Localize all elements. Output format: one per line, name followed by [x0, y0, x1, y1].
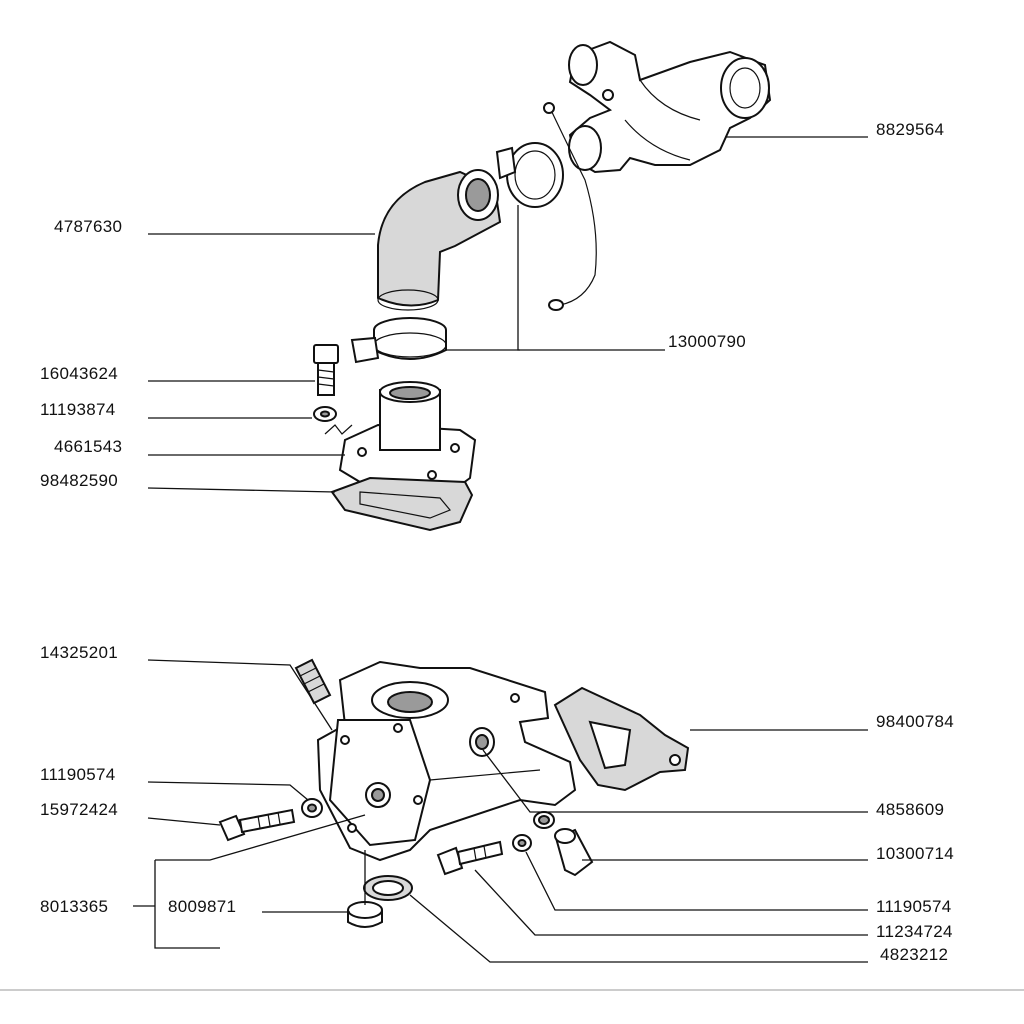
bolt-15972424-part [218, 808, 296, 842]
washer-11193874-part [313, 406, 337, 422]
upper-leader-lines [147, 136, 868, 493]
washer-11190574-right-part [512, 834, 532, 852]
label-4661543: 4661543 [54, 437, 122, 456]
hose-clamp-upper-part [495, 142, 564, 208]
seal-ring-4858609-part [533, 811, 555, 829]
label-4858609: 4858609 [876, 800, 944, 819]
label-11193874: 11193874 [40, 400, 116, 419]
oring-4823212-part [363, 875, 413, 901]
label-98400784: 98400784 [876, 712, 954, 731]
spring-washer-part [324, 424, 353, 435]
label-11234724: 11234724 [876, 922, 953, 941]
label-15972424: 15972424 [40, 800, 118, 819]
label-14325201: 14325201 [40, 643, 118, 662]
label-10300714: 10300714 [876, 844, 954, 863]
label-13000790: 13000790 [668, 332, 746, 351]
lower-leader-lines [133, 659, 868, 963]
label-16043624: 16043624 [40, 364, 118, 383]
bolt-11234724-part [436, 840, 504, 876]
label-4787630: 4787630 [54, 217, 122, 236]
gasket-98400784-part [553, 686, 690, 792]
sensor-wire-part [543, 102, 597, 311]
label-98482590: 98482590 [40, 471, 118, 490]
thermostat-housing-part [568, 40, 772, 174]
spring-14325201-part [294, 658, 332, 705]
label-8009871: 8009871 [168, 897, 236, 916]
label-11190574-right: 11190574 [876, 897, 952, 916]
coolant-hose-part [377, 169, 502, 311]
plug-10300714-part [554, 828, 594, 877]
label-4823212: 4823212 [880, 945, 948, 964]
cap-8009871-part [347, 901, 383, 928]
label-11190574-left: 11190574 [40, 765, 116, 784]
washer-11190574-left-part [301, 798, 323, 818]
label-8829564: 8829564 [876, 120, 944, 139]
pump-body-part [316, 660, 577, 862]
bolt-16043624-part [313, 344, 339, 396]
label-8013365: 8013365 [40, 897, 108, 916]
gasket-98482590-part [330, 476, 474, 532]
hose-clamp-lower-part [350, 317, 447, 364]
